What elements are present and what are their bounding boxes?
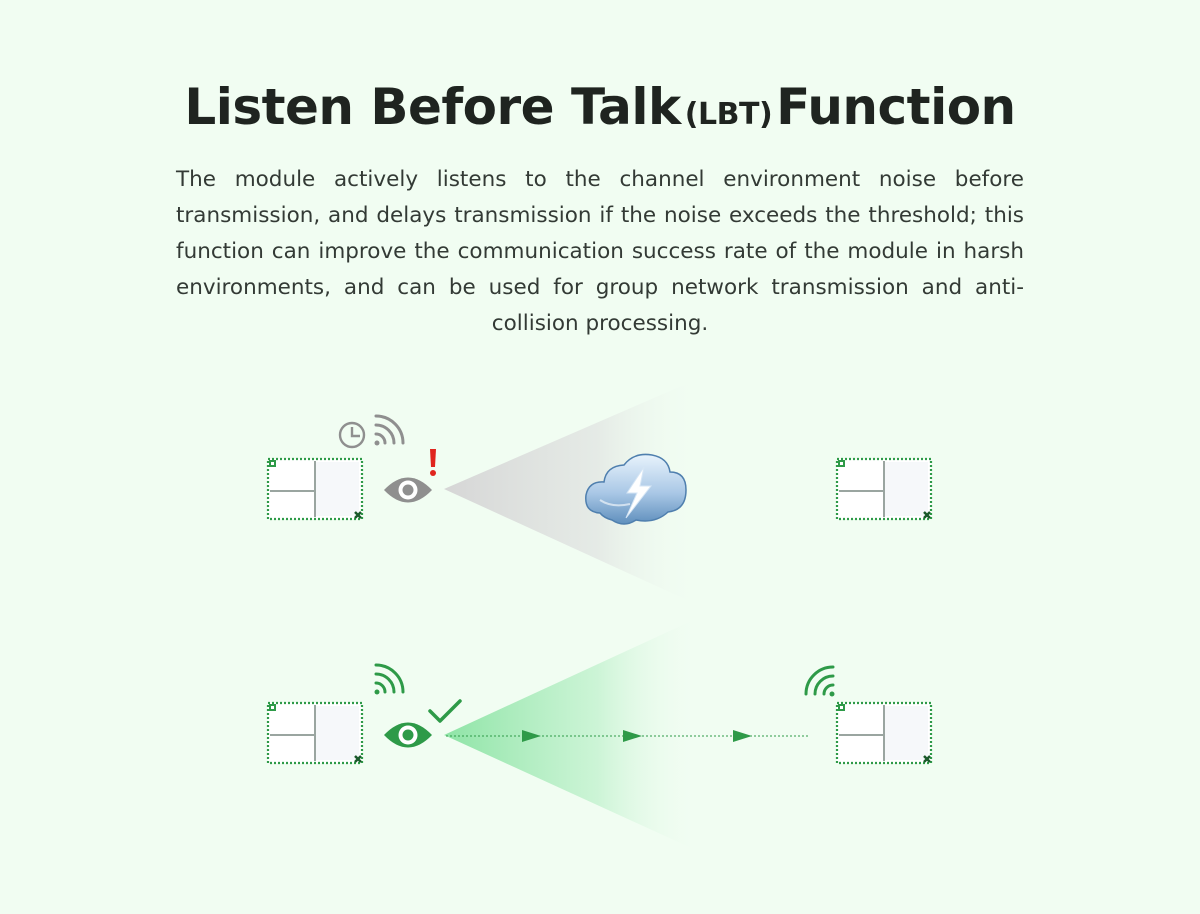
clear-listening-beam bbox=[444, 617, 700, 852]
title-abbreviation: (LBT) bbox=[684, 97, 773, 132]
busy-listening-beam bbox=[444, 378, 700, 606]
eye-icon bbox=[384, 477, 432, 503]
scenario-busy bbox=[266, 378, 933, 606]
receiving-waves-icon bbox=[804, 665, 835, 696]
storm-cloud-icon bbox=[585, 453, 687, 525]
receiver-module-busy bbox=[835, 457, 933, 521]
checkmark-icon bbox=[428, 699, 462, 723]
scenario-clear bbox=[266, 617, 933, 852]
transmitter-module-clear bbox=[266, 701, 364, 765]
receiver-module-clear bbox=[835, 701, 933, 765]
title-tail: Function bbox=[776, 78, 1016, 136]
signal-waves-icon bbox=[374, 663, 405, 694]
signal-dot bbox=[829, 691, 835, 697]
lightning-bolt bbox=[625, 466, 653, 519]
signal-dot bbox=[374, 440, 380, 446]
signal-waves-icon bbox=[374, 414, 405, 445]
title-main: Listen Before Talk bbox=[184, 78, 681, 136]
transmitter-module-busy bbox=[266, 457, 364, 521]
description-text: The module actively listens to the chann… bbox=[176, 167, 1024, 336]
arrow-right-icon bbox=[733, 730, 752, 742]
arrow-right-icon bbox=[522, 730, 541, 742]
arrow-right-icon bbox=[623, 730, 642, 742]
signal-dot bbox=[374, 689, 380, 695]
exclamation-icon bbox=[430, 449, 436, 476]
page-title: Listen Before Talk(LBT)Function bbox=[0, 78, 1200, 136]
clock-icon bbox=[338, 421, 366, 449]
eye-icon bbox=[384, 722, 432, 748]
